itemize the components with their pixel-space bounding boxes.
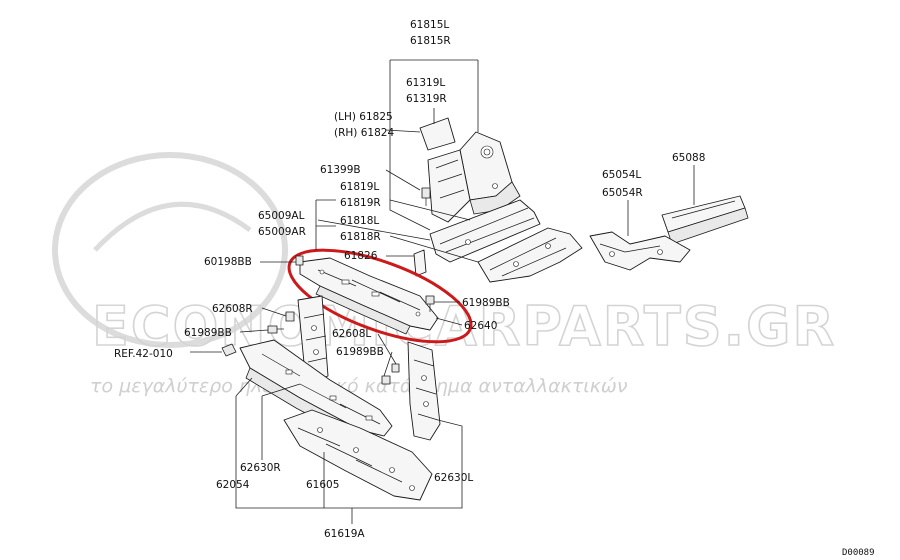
- leader-lines: [190, 59, 695, 524]
- part-61826: [413, 249, 427, 277]
- label-61319R: 61319R: [406, 93, 447, 105]
- label-61819L: 61819L: [340, 181, 379, 193]
- label-62608R: 62608R: [212, 303, 253, 315]
- label-61989BB-right: 61989BB: [462, 297, 510, 309]
- label-61605: 61605: [306, 479, 339, 491]
- label-65054R: 65054R: [602, 187, 643, 199]
- label-62630R: 62630R: [240, 462, 281, 474]
- label-61819R: 61819R: [340, 197, 381, 209]
- label-61815R: 61815R: [410, 35, 451, 47]
- label-61989BB-left: 61989BB: [184, 327, 232, 339]
- bolt-61989BB-left: [267, 325, 284, 334]
- part-upper-apron: [419, 117, 521, 223]
- label-61319L: 61319L: [406, 77, 445, 89]
- label-61399B: 61399B: [320, 164, 361, 176]
- part-61605-undercover: [283, 409, 433, 501]
- part-65054-bracket: [589, 231, 691, 271]
- label-60198BB: 60198BB: [204, 256, 252, 268]
- bolt-61989BB-right: [425, 295, 435, 312]
- label-65054L: 65054L: [602, 169, 641, 181]
- watermark-tagline: το μεγαλύτερο ηλεκτρονικό κατάστημα αντα…: [90, 375, 628, 397]
- label-61818R: 61818R: [340, 231, 381, 243]
- label-65009AL: 65009AL: [258, 210, 305, 222]
- clip-62608L: [391, 363, 400, 373]
- part-side-member: [429, 199, 583, 283]
- label-62640: 62640: [464, 320, 497, 332]
- label-ref-42-010: REF.42-010: [114, 348, 173, 360]
- watermark-logo-ring: [52, 152, 288, 348]
- bolt-61399B: [421, 187, 431, 206]
- label-62054: 62054: [216, 479, 250, 491]
- label-61619A: 61619A: [324, 528, 365, 540]
- part-62630L-post: [407, 341, 441, 441]
- label-61815L: 61815L: [410, 19, 449, 31]
- label-61818L: 61818L: [340, 215, 379, 227]
- diagram-code: D00089: [842, 548, 875, 558]
- label-61825: (LH) 61825: [334, 111, 393, 123]
- clip-ref-42-010: [221, 343, 237, 357]
- label-61989BB-mid: 61989BB: [336, 346, 384, 358]
- bolt-61989BB-mid: [381, 375, 391, 385]
- label-65009AR: 65009AR: [258, 226, 306, 238]
- clip-62608R: [285, 311, 295, 322]
- watermark-logo-swoosh: [93, 201, 252, 252]
- bolt-60198BB: [295, 255, 304, 266]
- part-62640-upper-bar: [299, 257, 439, 335]
- label-62608L: 62608L: [332, 328, 371, 340]
- label-65088: 65088: [672, 152, 705, 164]
- label-61824: (RH) 61824: [334, 127, 394, 139]
- part-65088-rail: [661, 195, 749, 245]
- label-61826: 61826: [344, 250, 378, 262]
- label-62630L: 62630L: [434, 472, 473, 484]
- part-labels: 61815L 61815R 61319L 61319R (LH) 61825 (…: [114, 19, 705, 540]
- highlight-ellipse: [287, 248, 473, 344]
